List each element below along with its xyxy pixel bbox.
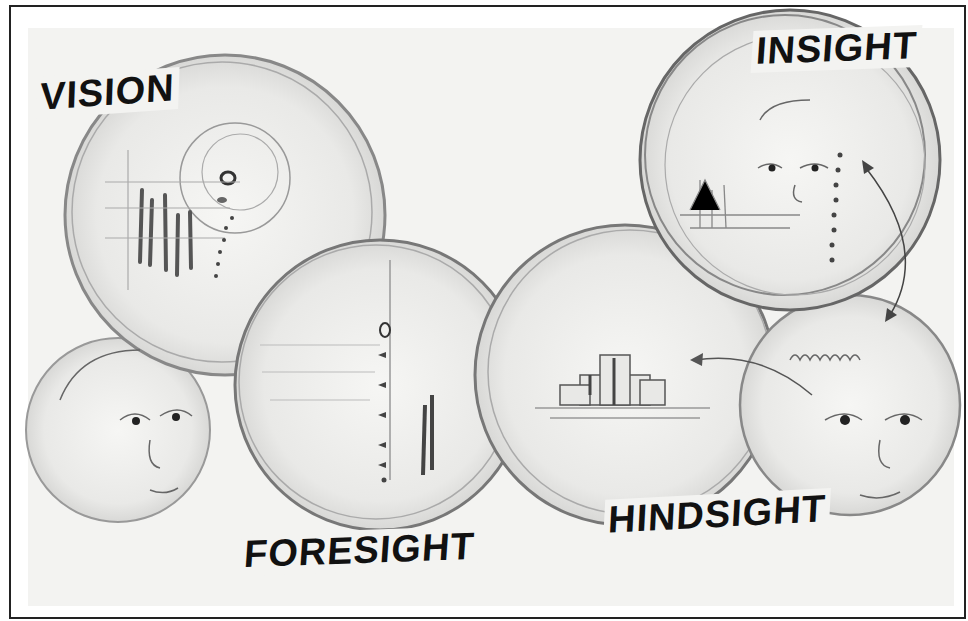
heading-label: FORESIGHT (239, 526, 480, 576)
heading-label: INSIGHT (751, 25, 923, 73)
